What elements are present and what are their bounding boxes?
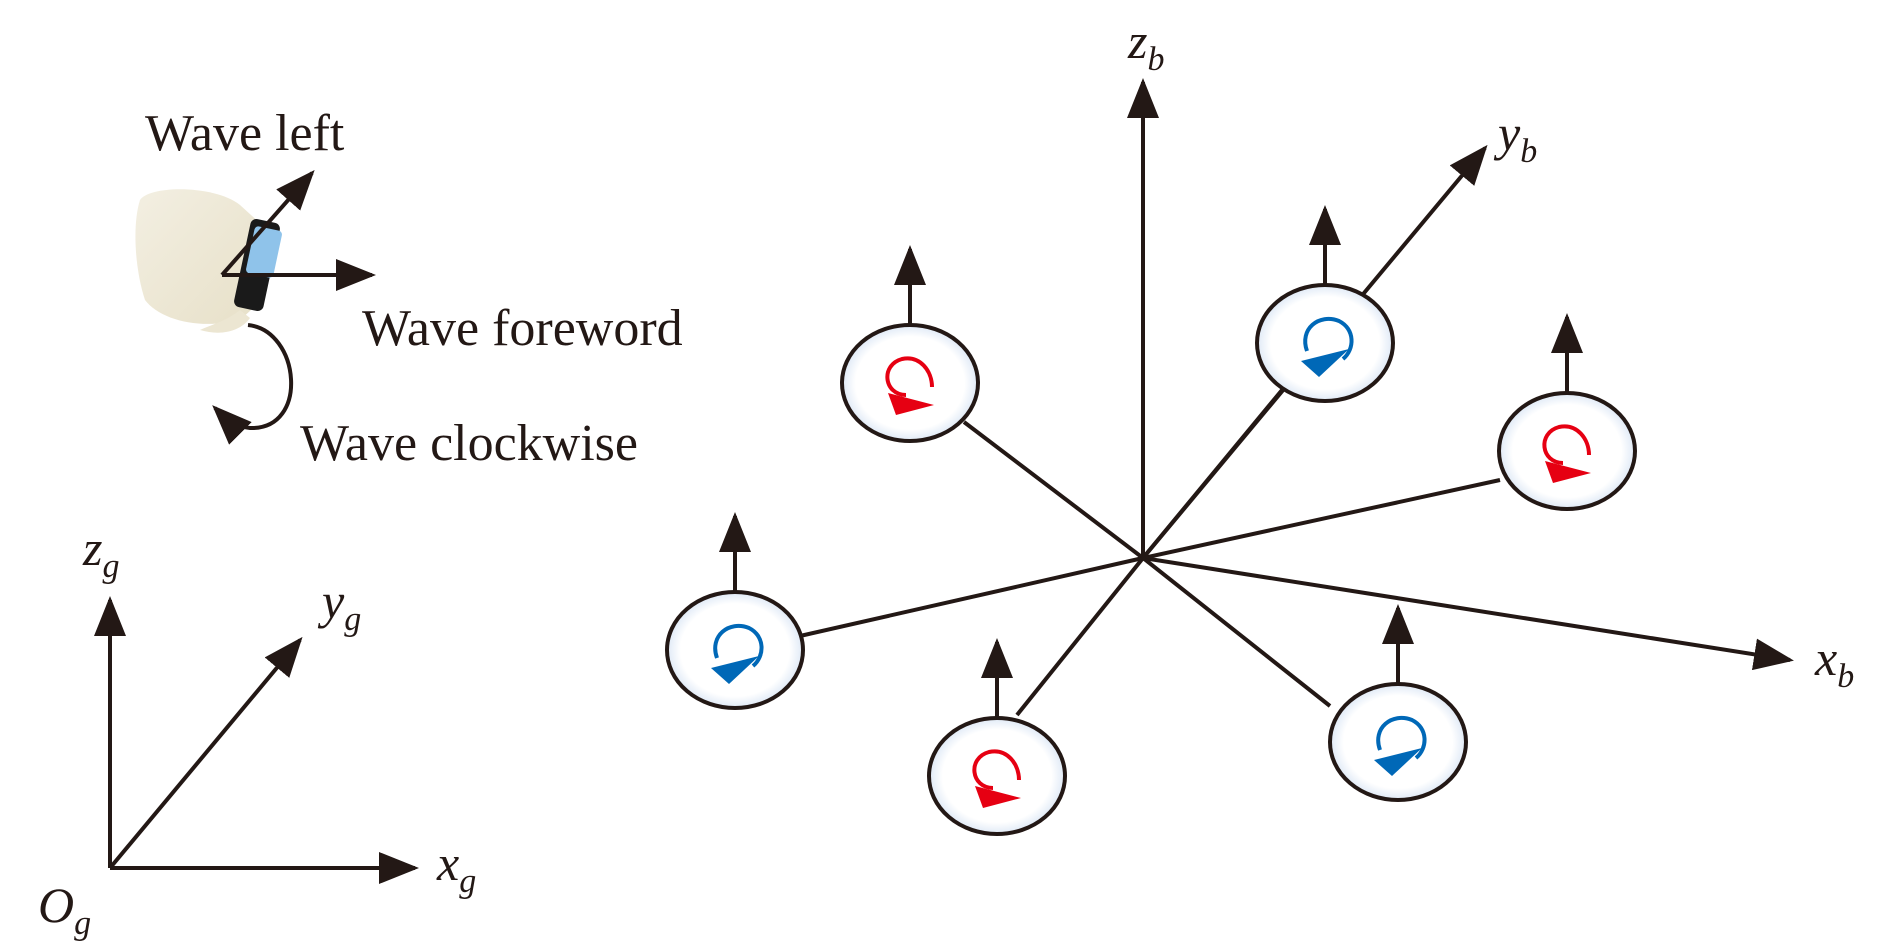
- wave-left-label: Wave left: [145, 105, 345, 162]
- rotor-disc: [1497, 391, 1637, 511]
- body-frame: zb yb xb: [665, 13, 1854, 836]
- ground-y-axis: [108, 636, 303, 870]
- arm-upper-left: [962, 420, 1145, 560]
- rotor-bottom: [927, 638, 1067, 836]
- counterclockwise-rotation-icon: [1301, 317, 1354, 377]
- wave-forward-label: Wave foreword: [362, 300, 683, 357]
- ground-frame: zg yg xg Og: [38, 520, 476, 942]
- clockwise-rotation-icon: [885, 356, 934, 415]
- hand-gesture-illustration: Wave left Wave foreword Wave clockwise: [135, 105, 683, 472]
- clockwise-rotation-icon: [1542, 424, 1591, 483]
- rotor-disc: [665, 590, 805, 710]
- ground-origin-label: Og: [38, 877, 91, 942]
- wave-left-arrow: [220, 170, 315, 277]
- hand-image: [135, 189, 282, 333]
- arm-upper-right: [1141, 388, 1284, 560]
- rotor-bottom-right: [1328, 604, 1468, 802]
- wave-clockwise-arrow: [212, 323, 294, 445]
- ground-x-label: xg: [436, 835, 476, 900]
- rotor-disc: [927, 716, 1067, 836]
- arm-bottom-right: [1141, 556, 1332, 708]
- rotor-disc: [1255, 283, 1395, 403]
- arm-right: [1142, 478, 1501, 560]
- arm-bottom: [1015, 556, 1145, 717]
- counterclockwise-rotation-icon: [1374, 716, 1427, 776]
- ground-y-label: yg: [317, 573, 361, 638]
- rotor-left: [665, 512, 805, 710]
- ground-z-label: zg: [82, 520, 119, 585]
- rotor-upper-right: [1255, 205, 1395, 403]
- body-x-label: xb: [1814, 630, 1854, 695]
- clockwise-rotation-icon: [972, 749, 1021, 808]
- rotor-right: [1497, 313, 1637, 511]
- body-z-label: zb: [1127, 13, 1164, 78]
- rotor-disc: [840, 323, 980, 443]
- rotor-disc: [1328, 682, 1468, 802]
- counterclockwise-rotation-icon: [711, 624, 764, 684]
- body-x-axis: [1142, 556, 1794, 671]
- body-y-label: yb: [1493, 105, 1537, 170]
- arm-left: [799, 556, 1144, 638]
- wave-clockwise-label: Wave clockwise: [300, 415, 638, 472]
- rotor-upper-left: [840, 245, 980, 443]
- rotor-arms: [799, 388, 1501, 717]
